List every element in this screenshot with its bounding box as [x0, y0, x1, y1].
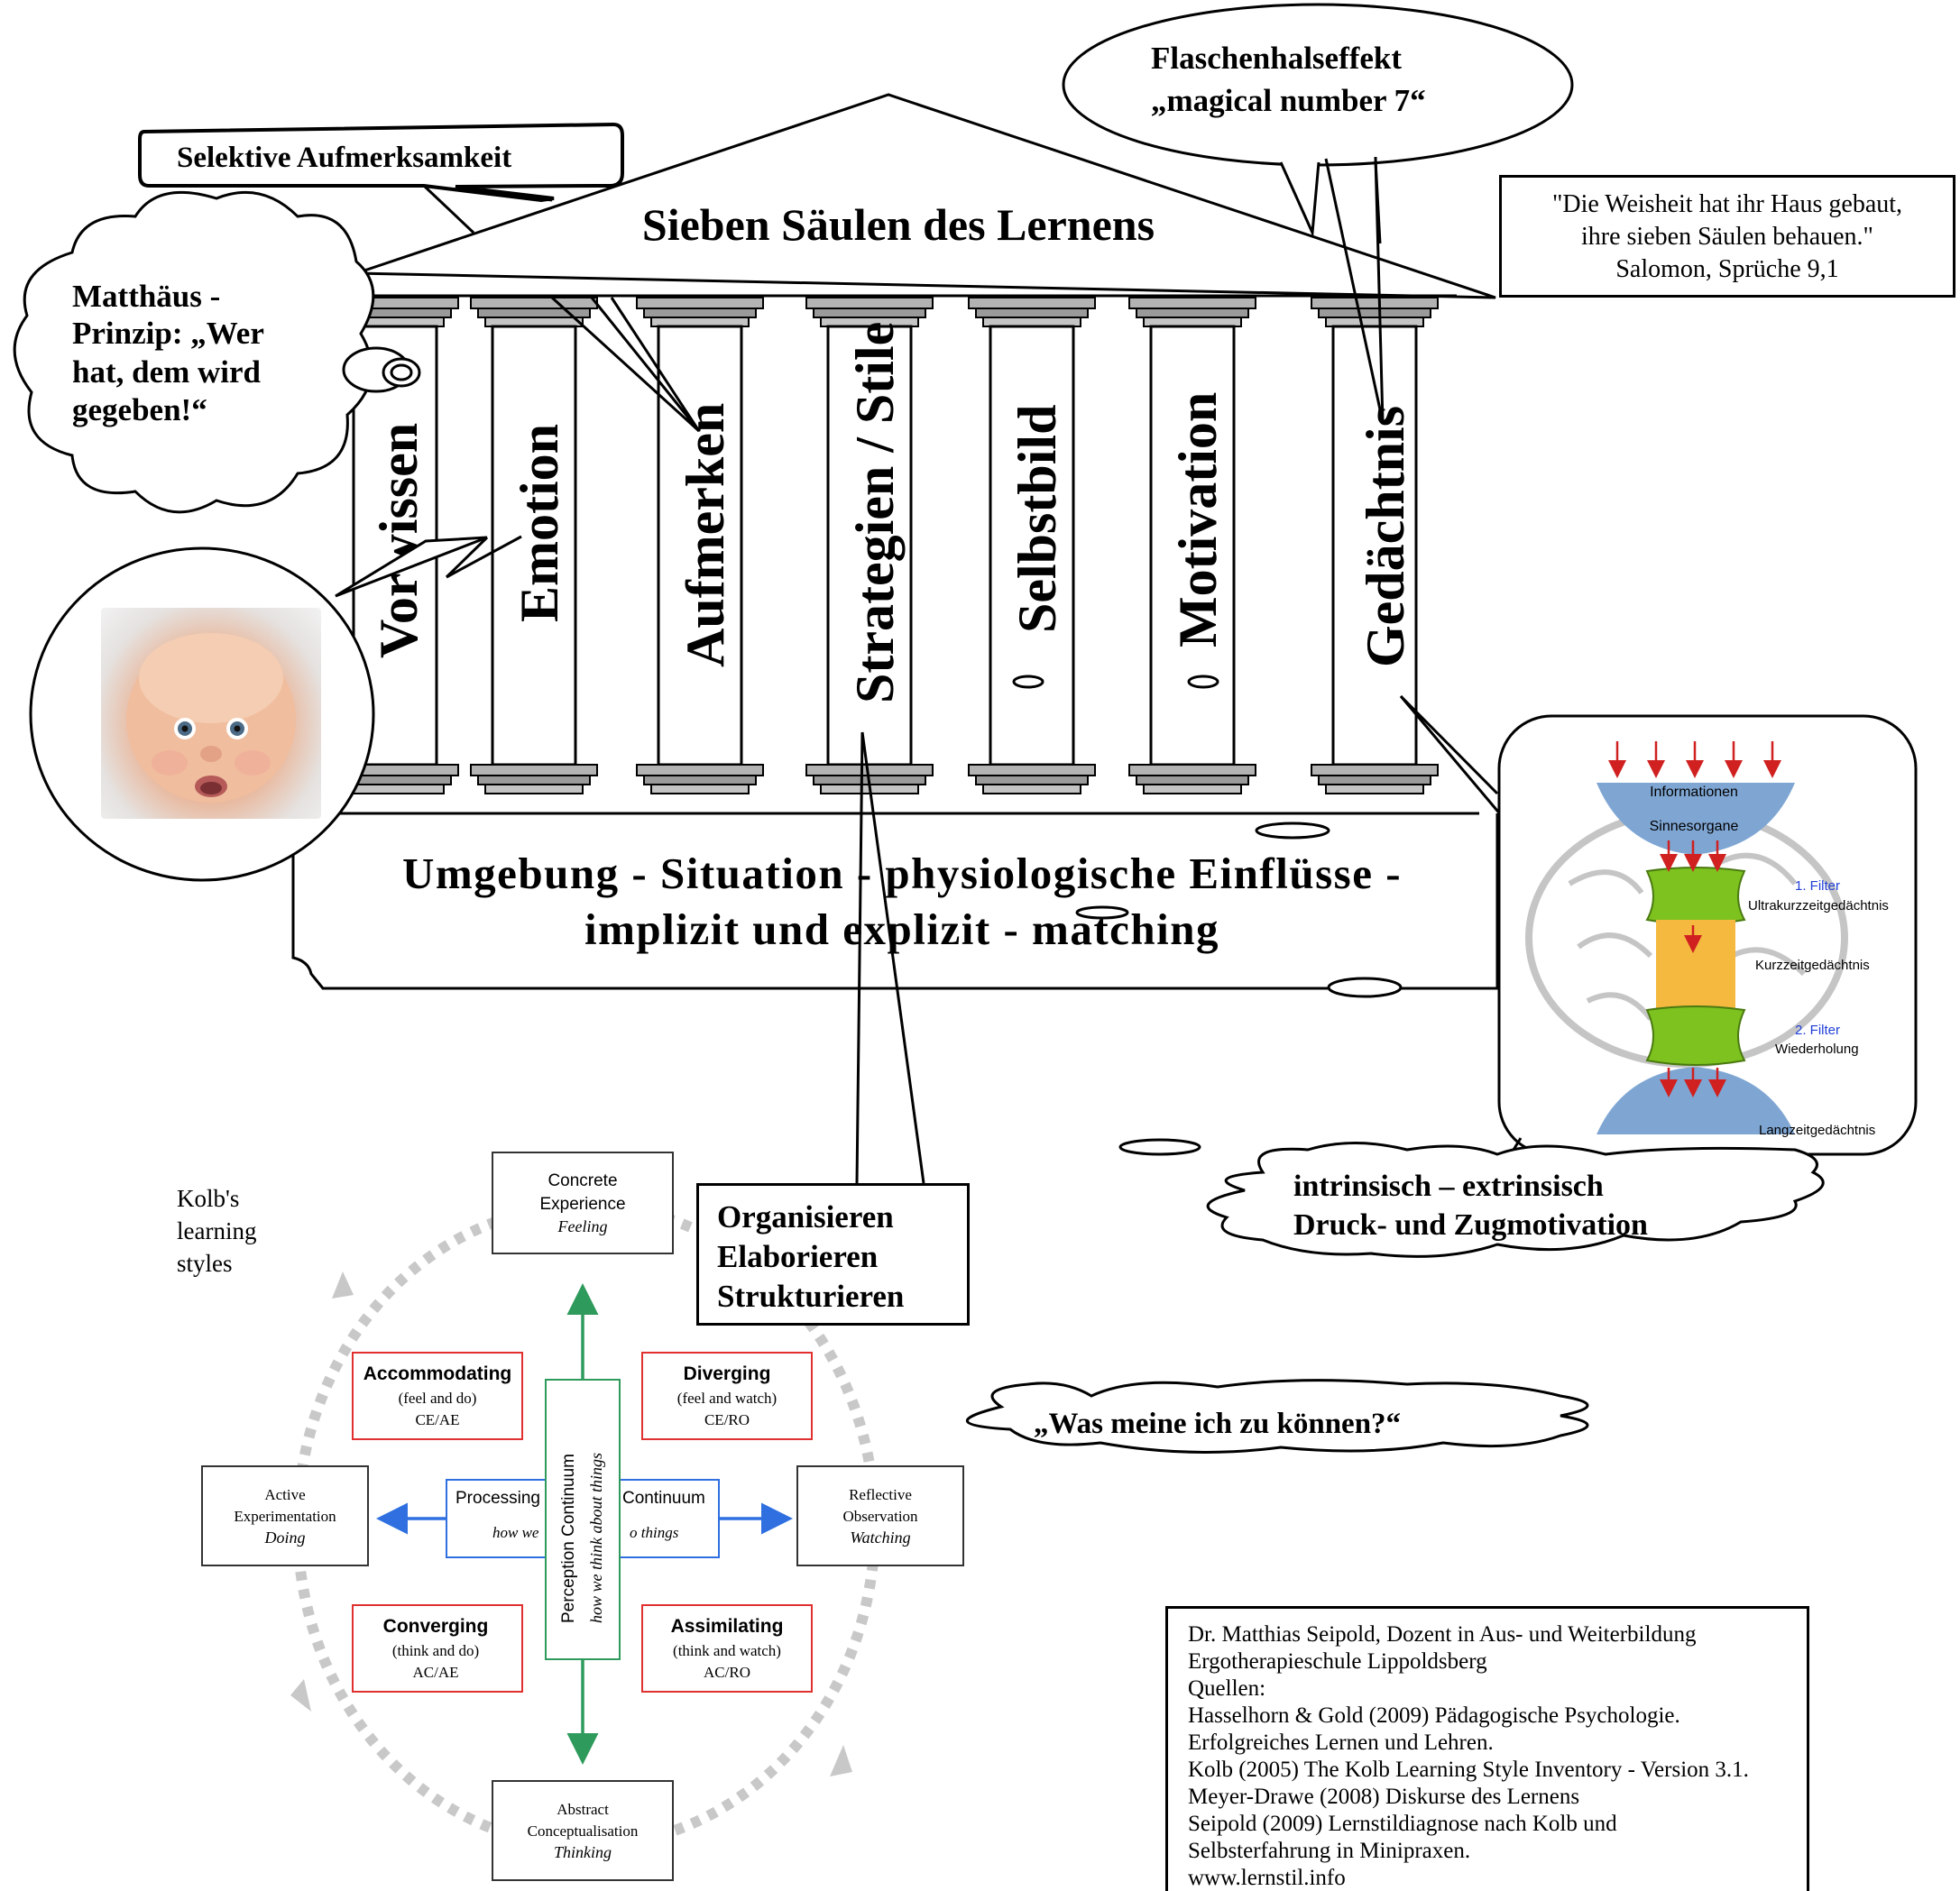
- svg-text:Watching: Watching: [850, 1528, 910, 1547]
- svg-text:Experimentation: Experimentation: [234, 1508, 336, 1525]
- svg-text:Active: Active: [264, 1486, 305, 1503]
- svg-text:Langzeitgedächtnis: Langzeitgedächtnis: [1759, 1123, 1875, 1138]
- svg-text:Doing: Doing: [264, 1528, 306, 1547]
- svg-text:Assimilating: Assimilating: [671, 1616, 784, 1637]
- base-line-2: implizit und explizit - matching: [584, 904, 1219, 954]
- svg-text:Reflective: Reflective: [849, 1486, 912, 1503]
- reference-line: Hasselhorn & Gold (2009) Pädagogische Ps…: [1188, 1703, 1680, 1728]
- svg-text:2. Filter: 2. Filter: [1795, 1023, 1840, 1038]
- temple-roof: [355, 93, 1496, 299]
- pillar-label: Gedächtnis: [1356, 406, 1415, 667]
- svg-text:Abstract: Abstract: [557, 1801, 609, 1818]
- svg-text:how we think about things: how we think about things: [587, 1453, 605, 1623]
- pillar-label: Motivation: [1168, 392, 1228, 647]
- callout-motivation-cloud: intrinsisch – extrinsisch Druck- und Zug…: [1118, 1137, 1825, 1258]
- svg-text:Wiederholung: Wiederholung: [1775, 1042, 1859, 1057]
- svg-text:Continuum: Continuum: [622, 1489, 705, 1508]
- pillar-label: Emotion: [510, 424, 569, 622]
- callout-selective-attention: Selektive Aufmerksamkeit: [138, 122, 624, 234]
- temple-base: [291, 813, 1499, 990]
- pillar-motivation: Motivation: [1128, 297, 1256, 794]
- svg-text:Informationen: Informationen: [1650, 785, 1738, 800]
- svg-text:CE/AE: CE/AE: [415, 1411, 459, 1428]
- callout-memory-model: Informationen Sinnesorgane 1. Filter Ult…: [1399, 694, 1918, 1156]
- callout-strategies-box: Organisieren Elaborieren Strukturieren: [696, 1183, 970, 1326]
- svg-text:Conceptualisation: Conceptualisation: [528, 1822, 639, 1840]
- svg-text:„magical number 7“: „magical number 7“: [1151, 83, 1426, 118]
- svg-text:Concrete: Concrete: [548, 1171, 617, 1190]
- svg-text:Selektive Aufmerksamkeit: Selektive Aufmerksamkeit: [177, 142, 511, 174]
- svg-text:learning: learning: [177, 1217, 256, 1244]
- svg-text:Druck- und Zugmotivation: Druck- und Zugmotivation: [1293, 1208, 1648, 1242]
- svg-text:Experience: Experience: [539, 1195, 625, 1214]
- svg-text:Perception Continuum: Perception Continuum: [559, 1454, 578, 1623]
- pillar-label: Strategien / Stile: [845, 322, 905, 703]
- svg-text:hat, dem wird: hat, dem wird: [72, 354, 262, 390]
- svg-text:o things: o things: [630, 1524, 679, 1541]
- svg-text:Processing: Processing: [455, 1489, 540, 1508]
- svg-text:styles: styles: [177, 1250, 233, 1277]
- svg-text:(feel and watch): (feel and watch): [677, 1390, 777, 1407]
- svg-text:1. Filter: 1. Filter: [1795, 878, 1840, 894]
- callout-bottleneck: Flaschenhalseffekt „magical number 7“: [1062, 3, 1574, 423]
- svg-text:how we: how we: [492, 1524, 539, 1541]
- reference-line: Kolb (2005) The Kolb Learning Style Inve…: [1188, 1758, 1749, 1782]
- reference-line: Quellen:: [1188, 1676, 1266, 1701]
- svg-text:(think and watch): (think and watch): [673, 1642, 781, 1659]
- pillar-label: Vorwissen: [369, 423, 428, 658]
- svg-text:Accommodating: Accommodating: [363, 1363, 512, 1384]
- svg-text:AC/RO: AC/RO: [704, 1664, 750, 1681]
- pillar-label: Aufmerken: [676, 403, 735, 667]
- pillar-label: Selbstbild: [1008, 405, 1067, 633]
- reference-line: Seipold (2009) Lernstildiagnose nach Kol…: [1188, 1812, 1617, 1836]
- svg-text:(feel and do): (feel and do): [399, 1390, 477, 1407]
- svg-text:Ultrakurzzeitgedächtnis: Ultrakurzzeitgedächtnis: [1748, 898, 1889, 913]
- svg-text:Kurzzeitgedächtnis: Kurzzeitgedächtnis: [1755, 958, 1870, 973]
- svg-text:Diverging: Diverging: [684, 1363, 771, 1384]
- svg-text:Sinnesorgane: Sinnesorgane: [1650, 819, 1739, 834]
- svg-text:Matthäus -: Matthäus -: [72, 279, 220, 314]
- references-box: Dr. Matthias Seipold, Dozent in Aus- und…: [1165, 1606, 1809, 1891]
- svg-text:Prinzip: „Wer: Prinzip: „Wer: [72, 316, 264, 351]
- reference-line: Meyer-Drawe (2008) Diskurse des Lernens: [1188, 1785, 1580, 1809]
- svg-text:Feeling: Feeling: [557, 1217, 608, 1235]
- kolb-learning-styles: Kolb's learning styles Concrete Experien…: [177, 1152, 964, 1881]
- pillar-aufmerken: Aufmerken: [636, 297, 764, 794]
- reference-line: Dr. Matthias Seipold, Dozent in Aus- und…: [1188, 1622, 1697, 1647]
- quote-box: "Die Weisheit hat ihr Haus gebaut, ihre …: [1499, 175, 1955, 298]
- svg-text:(think and do): (think and do): [392, 1642, 479, 1659]
- reference-line: Selbsterfahrung in Minipraxen.: [1188, 1839, 1471, 1863]
- svg-text:AC/AE: AC/AE: [413, 1664, 459, 1681]
- svg-text:„Was meine ich zu können?“: „Was meine ich zu können?“: [1034, 1408, 1401, 1440]
- svg-text:Converging: Converging: [383, 1616, 489, 1637]
- svg-text:gegeben!“: gegeben!“: [72, 392, 207, 427]
- baby-face-image: [101, 608, 321, 819]
- pillar-emotion: Emotion: [470, 297, 598, 794]
- svg-text:CE/RO: CE/RO: [704, 1411, 750, 1428]
- callout-matthaeus-cloud: Matthäus - Prinzip: „Wer hat, dem wird g…: [13, 190, 421, 514]
- pillar-selbstbild: Selbstbild: [968, 297, 1096, 794]
- svg-text:intrinsisch – extrinsisch: intrinsisch – extrinsisch: [1293, 1170, 1604, 1203]
- svg-text:Observation: Observation: [842, 1508, 918, 1525]
- svg-text:Thinking: Thinking: [554, 1843, 612, 1861]
- reference-line: Ergotherapieschule Lippoldsberg: [1188, 1649, 1487, 1674]
- reference-line: www.lernstil.info: [1188, 1866, 1346, 1890]
- pillar-strategien: Strategien / Stile: [805, 297, 934, 794]
- callout-selfimage-cloud: „Was meine ich zu können?“: [966, 1379, 1589, 1454]
- svg-text:Kolb's: Kolb's: [177, 1185, 239, 1212]
- pillar-gedaechtnis: Gedächtnis: [1311, 297, 1439, 794]
- svg-text:Flaschenhalseffekt: Flaschenhalseffekt: [1151, 41, 1402, 76]
- diagram-title: Sieben Säulen des Lernens: [642, 199, 1155, 250]
- base-line-1: Umgebung - Situation - physiologische Ei…: [402, 849, 1402, 898]
- reference-line: Erfolgreiches Lernen und Lehren.: [1188, 1730, 1494, 1755]
